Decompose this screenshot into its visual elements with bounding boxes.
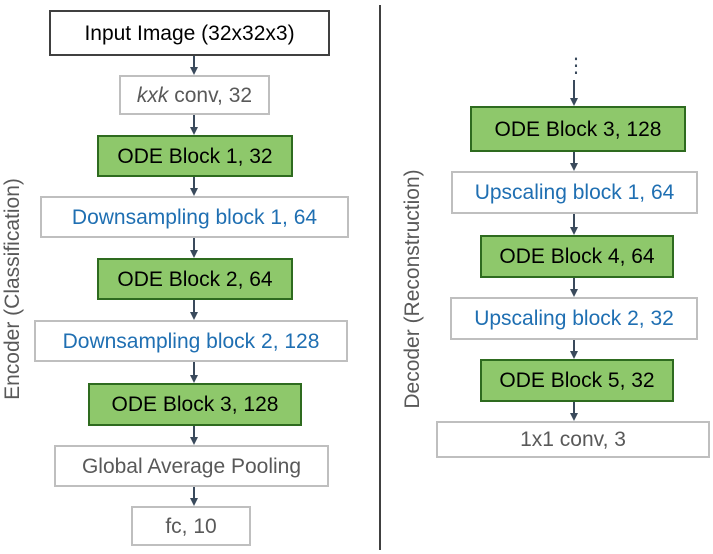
- decoder-1x1-conv-label: 1x1 conv, 3: [520, 428, 626, 451]
- decoder-label: Decoder (Reconstruction): [401, 169, 424, 409]
- downsampling-block-2: Downsampling block 2, 128: [34, 320, 348, 362]
- upscaling-block-1-label: Upscaling block 1, 64: [474, 181, 675, 204]
- encoder-ode-block-2: ODE Block 2, 64: [97, 258, 293, 300]
- kxk-conv-box: kxk conv, 32: [119, 75, 270, 115]
- upscaling-block-2-label: Upscaling block 2, 32: [474, 307, 674, 330]
- encoder-ode-block-3: ODE Block 3, 128: [88, 383, 302, 426]
- encoder-ode-block-1-label: ODE Block 1, 32: [117, 144, 273, 168]
- downsampling-block-2-label: Downsampling block 2, 128: [62, 329, 320, 353]
- input-image-box: Input Image (32x32x3): [49, 10, 330, 56]
- encoder-ode-block-1: ODE Block 1, 32: [97, 135, 293, 177]
- kxk-conv-kernel-label: kxk: [136, 83, 169, 107]
- decoder-ode-block-4-label: ODE Block 4, 64: [499, 245, 655, 268]
- fc-box: fc, 10: [131, 506, 251, 546]
- downsampling-block-1-label: Downsampling block 1, 64: [71, 205, 318, 229]
- kxk-conv-rest-label: conv, 32: [168, 83, 253, 107]
- decoder-ode-block-5: ODE Block 5, 32: [480, 359, 674, 402]
- downsampling-block-1: Downsampling block 1, 64: [40, 196, 349, 238]
- decoder-ode-block-3-label: ODE Block 3, 128: [494, 117, 662, 141]
- global-average-pooling-box: Global Average Pooling: [54, 445, 329, 487]
- encoder-ode-block-2-label: ODE Block 2, 64: [117, 267, 273, 291]
- upscaling-block-2: Upscaling block 2, 32: [450, 297, 698, 340]
- decoder-1x1-conv-box: 1x1 conv, 3: [436, 421, 710, 458]
- input-image-label: Input Image (32x32x3): [84, 21, 295, 45]
- upscaling-block-1: Upscaling block 1, 64: [451, 171, 698, 214]
- decoder-ode-block-4: ODE Block 4, 64: [480, 235, 674, 278]
- decoder-ode-block-3: ODE Block 3, 128: [470, 106, 686, 152]
- encoder-ode-block-3-label: ODE Block 3, 128: [111, 393, 279, 416]
- decoder-ellipsis: ⋮: [566, 55, 586, 77]
- global-average-pooling-label: Global Average Pooling: [81, 454, 302, 478]
- fc-label: fc, 10: [165, 514, 217, 538]
- decoder-ode-block-5-label: ODE Block 5, 32: [499, 369, 655, 392]
- encoder-label: Encoder (Classification): [1, 178, 24, 400]
